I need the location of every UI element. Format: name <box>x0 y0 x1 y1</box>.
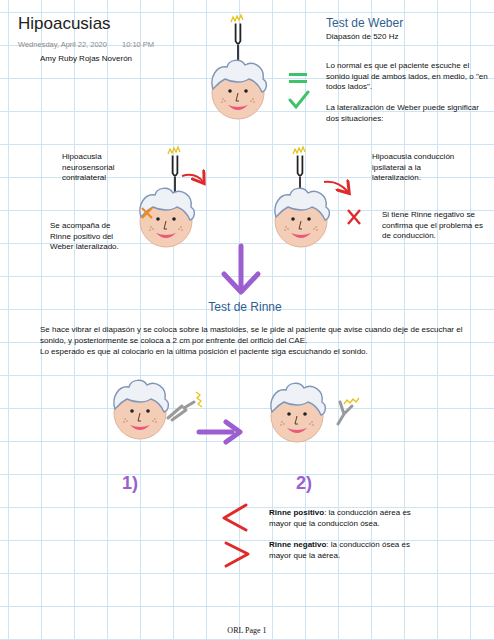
author: Amy Ruby Rojas Noverón <box>40 54 170 65</box>
title-text: Hipoacusias <box>18 14 111 33</box>
label-text: ORL Page 1 <box>227 626 266 635</box>
label-text: Test de Rinne <box>208 300 281 314</box>
term: Rinne negativo <box>269 540 326 549</box>
label-text: Test de Weber <box>326 16 403 30</box>
label-text: Si tiene Rinne negativo se confirma que … <box>382 210 483 240</box>
label-text: Amy Ruby Rojas Noverón <box>40 54 132 63</box>
note-text: Si tiene Rinne negativo se confirma que … <box>382 210 488 242</box>
page-title: Hipoacusias <box>18 14 111 34</box>
note-text: Se acompaña de Rinne positivo del Weber … <box>50 221 130 253</box>
section-heading: Test de Weber <box>326 16 456 30</box>
label-text: Diapasón de 520 Hz <box>326 32 399 41</box>
label-text: 1) <box>122 473 138 493</box>
note-text: Se hace vibrar el diapasón y se coloca s… <box>40 325 470 346</box>
label-text: Hipoacusia neurosensorial contralateral <box>62 152 114 182</box>
callout-number: 1) <box>122 472 152 494</box>
note-text: Hipoacusia conducción ipsilateral a la l… <box>372 152 472 184</box>
page-footer: ORL Page 1 <box>187 626 307 637</box>
label-text: 10:10 PM <box>122 40 154 49</box>
label-text: Wednesday, April 22, 2020 <box>18 40 107 49</box>
callout-number: 2) <box>296 472 326 494</box>
note-text: Rinne positivo: la conducción aérea es m… <box>269 508 419 529</box>
label-text: Se hace vibrar el diapasón y se coloca s… <box>40 325 462 345</box>
note-text: Hipoacusia neurosensorial contralateral <box>62 152 140 184</box>
term: Rinne positivo <box>269 508 324 517</box>
label-text: La lateralización de Weber puede signifi… <box>326 103 479 123</box>
note-text: Lo esperado es que al colocarlo en la úl… <box>40 347 470 358</box>
note-text: La lateralización de Weber puede signifi… <box>326 103 488 124</box>
label-text: Lo normal es que el paciente escuche el … <box>326 61 488 91</box>
date: Wednesday, April 22, 2020 <box>18 40 128 51</box>
time: 10:10 PM <box>122 40 172 51</box>
subheading: Diapasón de 520 Hz <box>326 32 456 43</box>
label-text: Hipoacusia conducción ipsilateral a la l… <box>372 152 454 182</box>
label-text: Se acompaña de Rinne positivo del Weber … <box>50 221 119 251</box>
note-text: Lo normal es que el paciente escuche el … <box>326 61 488 93</box>
label-text: Lo esperado es que al colocarlo en la úl… <box>40 347 368 356</box>
note-text: Rinne negativo: la conducción ósea es ma… <box>269 540 419 561</box>
section-heading: Test de Rinne <box>190 300 300 314</box>
label-text: 2) <box>296 473 312 493</box>
